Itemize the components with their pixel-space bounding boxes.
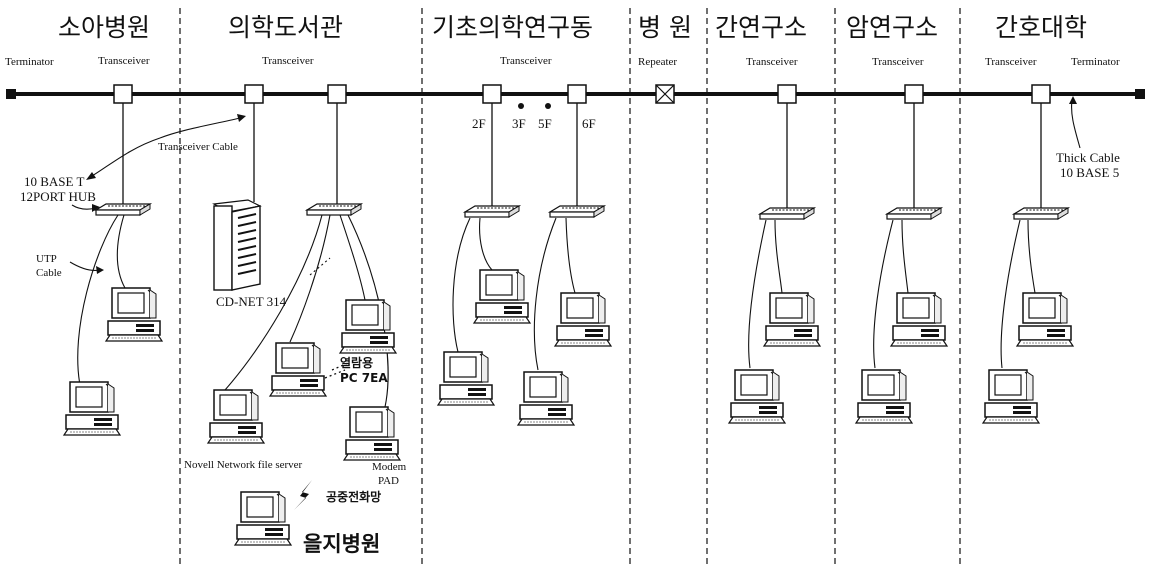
transceiver-label-2: Transceiver bbox=[262, 55, 314, 67]
building-label-medical-library: 의학도서관 bbox=[228, 13, 343, 42]
transceiver-cables bbox=[122, 103, 1042, 208]
pstn-label: 공중전화망 bbox=[326, 489, 381, 504]
more-pcs-dots bbox=[331, 361, 351, 371]
cdnet-label: CD-NET 314 bbox=[216, 294, 287, 309]
pc-icon bbox=[855, 369, 913, 424]
transceiver-label-3: Transceiver bbox=[500, 55, 552, 67]
pc-icon bbox=[207, 389, 265, 444]
pc-icon bbox=[1016, 292, 1074, 347]
more-pcs-dots bbox=[324, 369, 346, 379]
lightning-icon bbox=[294, 480, 312, 510]
transceiver-label-5: Transceiver bbox=[872, 56, 924, 68]
reading-pc-label-line1: 열람용 bbox=[340, 355, 373, 370]
hub-icon bbox=[464, 205, 520, 218]
terminator-label-left: Terminator bbox=[5, 56, 54, 68]
hub-icon bbox=[886, 207, 942, 220]
eulji-hospital-label: 을지병원 bbox=[303, 532, 380, 556]
thick-cable-label-line2: 10 BASE 5 bbox=[1060, 165, 1119, 180]
floor-label-3f: 3F bbox=[512, 116, 526, 131]
building-label-cancer-institute: 암연구소 bbox=[846, 13, 938, 42]
cdnet-server-icon bbox=[212, 199, 262, 291]
transceiver-label-1: Transceiver bbox=[98, 55, 150, 67]
pc-icon bbox=[890, 292, 948, 347]
terminator-label-right: Terminator bbox=[1071, 56, 1120, 68]
repeater-icon bbox=[655, 84, 675, 104]
pc-icon bbox=[269, 342, 327, 397]
pc-icon bbox=[339, 299, 397, 354]
utp-label-line2: Cable bbox=[36, 267, 62, 279]
hub-icon bbox=[1013, 207, 1069, 220]
pc-icon bbox=[63, 381, 121, 436]
transceiver-cable-label: Transceiver Cable bbox=[158, 141, 238, 153]
hub-label-line1: 10 BASE T bbox=[24, 174, 84, 189]
pc-icon bbox=[437, 351, 495, 406]
modem-label-line1: Modem bbox=[372, 461, 407, 473]
transceiver-label-4: Transceiver bbox=[746, 56, 798, 68]
reading-pc-label-line2: PC 7EA bbox=[340, 371, 388, 385]
building-label-basic-medicine-building: 기초의학연구동 bbox=[432, 13, 593, 42]
arrowheads bbox=[86, 96, 1077, 274]
hub-label-line2: 12PORT HUB bbox=[20, 189, 96, 204]
hub-icon bbox=[95, 203, 151, 216]
terminator-left bbox=[6, 89, 16, 99]
floor-label-6f: 6F bbox=[582, 116, 596, 131]
hub-icon bbox=[306, 203, 362, 216]
building-dividers bbox=[179, 8, 961, 568]
pc-icon bbox=[982, 369, 1040, 424]
modem-label-line2: PAD bbox=[378, 475, 399, 487]
floor-dot-3f bbox=[518, 103, 524, 109]
utp-label-line1: UTP bbox=[36, 253, 57, 265]
pc-icon bbox=[763, 292, 821, 347]
terminator-right bbox=[1135, 89, 1145, 99]
thick-cable-label-line1: Thick Cable bbox=[1056, 150, 1120, 165]
pc-icon bbox=[554, 292, 612, 347]
pc-icon bbox=[517, 371, 575, 426]
pc-icon bbox=[105, 287, 163, 342]
pc-icon bbox=[728, 369, 786, 424]
hub-icon bbox=[549, 205, 605, 218]
transceivers bbox=[113, 84, 1051, 104]
novell-server-label: Novell Network file server bbox=[184, 459, 303, 471]
pc-icon bbox=[343, 406, 401, 461]
building-label-liver-institute: 간연구소 bbox=[715, 13, 807, 42]
floor-label-5f: 5F bbox=[538, 116, 552, 131]
transceiver-label-6: Transceiver bbox=[985, 56, 1037, 68]
repeater-label: Repeater bbox=[638, 56, 677, 68]
hub-icon bbox=[759, 207, 815, 220]
building-label-pediatric-hospital: 소아병원 bbox=[58, 13, 150, 42]
utp-cables bbox=[77, 214, 1036, 408]
building-label-nursing-college: 간호대학 bbox=[995, 13, 1087, 42]
floor-label-2f: 2F bbox=[472, 116, 486, 131]
building-label-hospital: 병 원 bbox=[638, 13, 692, 42]
floor-dot-5f bbox=[545, 103, 551, 109]
pc-icon bbox=[473, 269, 531, 324]
pc-icon bbox=[234, 491, 292, 546]
